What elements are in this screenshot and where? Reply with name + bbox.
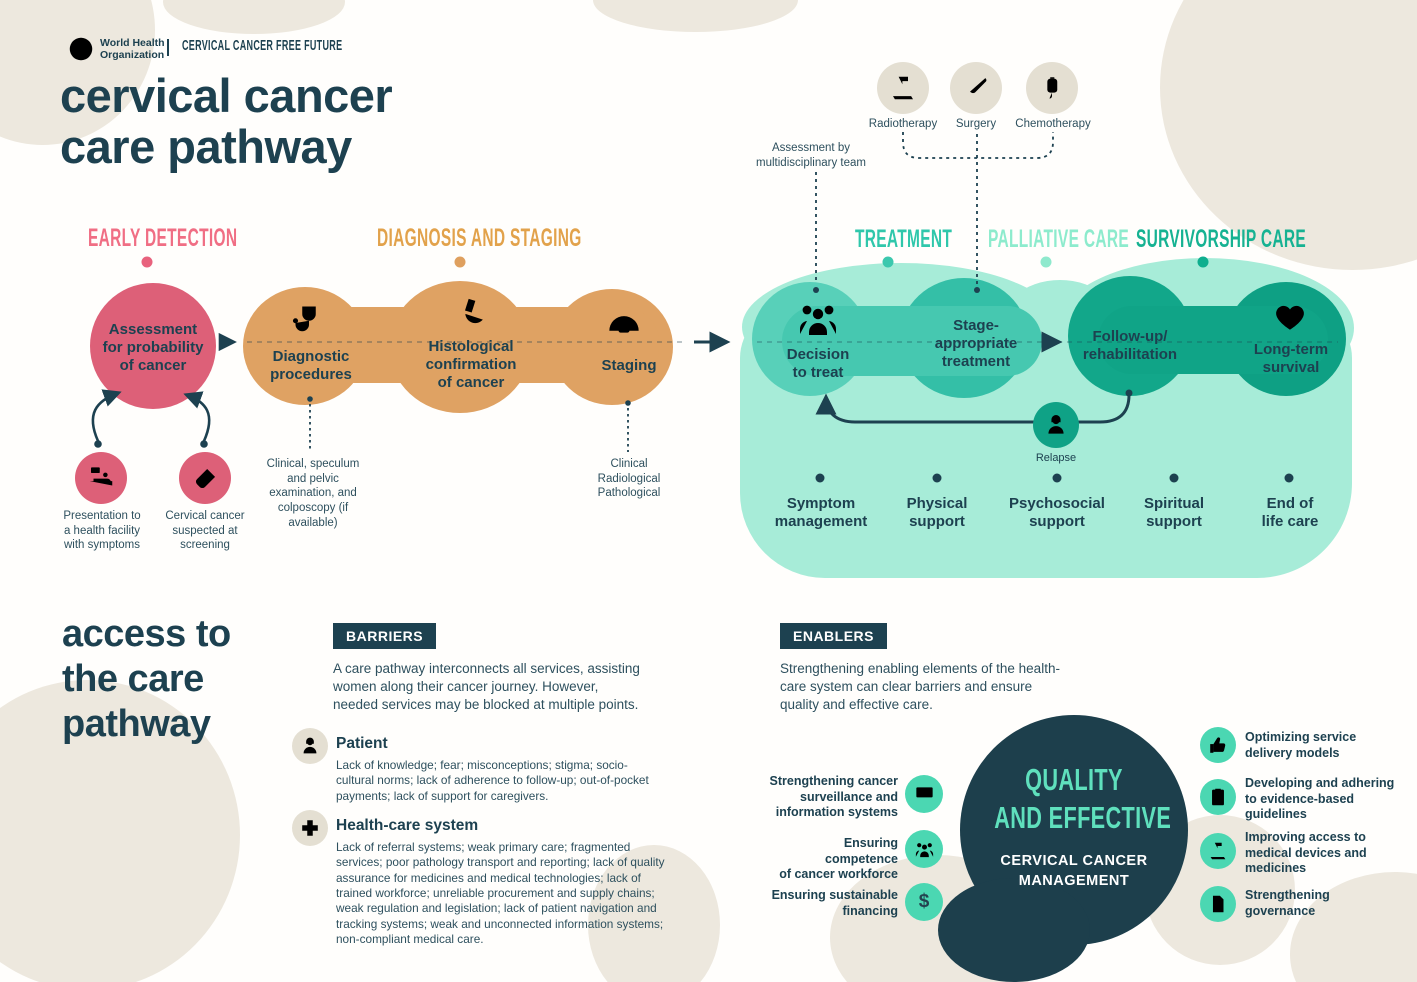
- enabler-governance-circle: [1200, 886, 1236, 922]
- quality-line3: CERVICAL CANCER MANAGEMENT: [1000, 853, 1148, 889]
- thumbs-up-icon: [1207, 734, 1229, 756]
- radiotherapy-machine-icon: [1207, 840, 1229, 862]
- enabler-delivery-label: Optimizing service delivery models: [1245, 730, 1357, 760]
- presentation-circle: [75, 452, 127, 504]
- hospital-bed-icon: [86, 463, 116, 493]
- who-org-name: World Health Organization: [100, 37, 165, 62]
- test-tube-icon: [192, 465, 219, 492]
- heading-diagnosis-staging: DIAGNOSIS AND STAGING: [377, 224, 582, 252]
- health-system-circle: [292, 810, 328, 846]
- treatment-blob: [782, 306, 1042, 376]
- mdt-note: Assessment by multidisciplinary team: [756, 142, 866, 169]
- document-icon: [1207, 893, 1229, 915]
- screening-circle: [179, 452, 231, 504]
- presentation-label: Presentation to a health facility with s…: [63, 510, 141, 552]
- palliative-item: Symptom management: [774, 495, 868, 530]
- enabler-workforce-circle: [905, 830, 943, 868]
- quality-line1: QUALITY: [1025, 762, 1123, 797]
- background-blob: [593, 0, 798, 32]
- enabler-financing-label: Ensuring sustainable financing: [771, 888, 898, 918]
- radiotherapy-icon: [888, 73, 918, 103]
- woman-icon: [1043, 412, 1069, 438]
- background-blob: [163, 0, 345, 34]
- enabler-devices-label: Improving access to medical devices and …: [1245, 830, 1367, 876]
- who-logo-icon: [66, 34, 96, 64]
- heading-early-detection: EARLY DETECTION: [88, 224, 238, 252]
- enabler-devices-circle: [1200, 833, 1236, 869]
- header-divider: [167, 39, 169, 56]
- surgery-icon: [962, 74, 990, 102]
- page-title: cervical cancer care pathway: [60, 69, 393, 174]
- relapse-label: Relapse: [1035, 452, 1077, 464]
- stage-appropriate-label: Stage- appropriate treatment: [934, 317, 1018, 370]
- ct-scanner-icon: [602, 306, 646, 350]
- relapse-circle: [1033, 402, 1079, 448]
- enabler-surveillance-circle: [905, 775, 943, 813]
- enabler-guidelines-label: Developing and adhering to evidence-base…: [1245, 776, 1395, 822]
- enablers-intro: Strengthening enabling elements of the h…: [780, 661, 1060, 712]
- patient-icon: [299, 735, 321, 757]
- health-system-text: Lack of referral systems; weak primary c…: [336, 840, 665, 946]
- access-title: access to the care pathway: [62, 613, 231, 745]
- dollar-icon: $: [918, 891, 930, 912]
- enabler-delivery-circle: [1200, 727, 1236, 763]
- quality-line2: AND EFFECTIVE: [994, 800, 1172, 835]
- diagnostic-procedures-label: Diagnostic procedures: [270, 348, 352, 383]
- patient-text: Lack of knowledge; fear; misconceptions;…: [336, 758, 649, 803]
- patient-circle: [292, 728, 328, 764]
- diagnostic-note: Clinical, speculum and pelvic examinatio…: [266, 458, 360, 529]
- heading-palliative-care: PALLIATIVE CARE: [988, 225, 1130, 253]
- stethoscope-icon: [291, 302, 327, 338]
- assessment-label: Assessment for probability of cancer: [102, 321, 204, 374]
- heading-treatment: TREATMENT: [855, 225, 953, 253]
- radiotherapy-label: Radiotherapy: [868, 118, 938, 130]
- clipboard-icon: [1207, 786, 1229, 808]
- chemotherapy-icon: [1038, 74, 1066, 102]
- surgery-circle: [950, 62, 1002, 114]
- histological-label: Histological confirmation of cancer: [425, 338, 517, 391]
- monitor-icon: [913, 783, 936, 806]
- heart-icon: [1272, 299, 1308, 335]
- health-system-heading: Health-care system: [336, 817, 479, 834]
- screening-label: Cervical cancer suspected at screening: [165, 510, 245, 552]
- enablers-badge: ENABLERS: [780, 623, 888, 649]
- enabler-workforce-label: Ensuring competence of cancer workforce: [779, 836, 898, 882]
- chemotherapy-label: Chemotherapy: [1015, 118, 1091, 130]
- medical-cross-icon: [299, 817, 321, 839]
- radiotherapy-circle: [877, 62, 929, 114]
- background-blob: [0, 680, 240, 982]
- workforce-icon: [913, 838, 936, 861]
- quality-blob: [938, 878, 1090, 982]
- chemotherapy-circle: [1026, 62, 1078, 114]
- patient-heading: Patient: [336, 735, 388, 752]
- enabler-surveillance-label: Strengthening cancer surveillance and in…: [769, 774, 899, 820]
- long-term-survival-label: Long-term survival: [1253, 341, 1329, 376]
- palliative-item: End of life care: [1261, 495, 1319, 530]
- assessment-circle: [90, 283, 216, 409]
- staging-note: Clinical Radiological Pathological: [597, 458, 661, 500]
- microscope-icon: [452, 293, 492, 333]
- enabler-governance-label: Strengthening governance: [1245, 888, 1330, 918]
- palliative-item: Spiritual support: [1143, 495, 1204, 530]
- decision-to-treat-label: Decision to treat: [786, 346, 850, 381]
- barriers-intro: A care pathway interconnects all service…: [333, 661, 640, 712]
- enabler-guidelines-circle: [1200, 779, 1236, 815]
- medical-team-icon: [794, 295, 842, 343]
- follow-up-label: Follow-up/ rehabilitation: [1082, 328, 1178, 363]
- enabler-financing-circle: $: [905, 883, 943, 921]
- palliative-item: Psychosocial support: [1009, 495, 1105, 530]
- barriers-badge: BARRIERS: [333, 623, 437, 649]
- heading-survivorship-care: SURVIVORSHIP CARE: [1136, 225, 1307, 253]
- surgery-label: Surgery: [955, 118, 997, 130]
- program-title: CERVICAL CANCER FREE FUTURE: [182, 38, 343, 54]
- palliative-item: Physical support: [906, 495, 968, 530]
- background-blob: [588, 845, 720, 982]
- staging-label: Staging: [601, 357, 657, 374]
